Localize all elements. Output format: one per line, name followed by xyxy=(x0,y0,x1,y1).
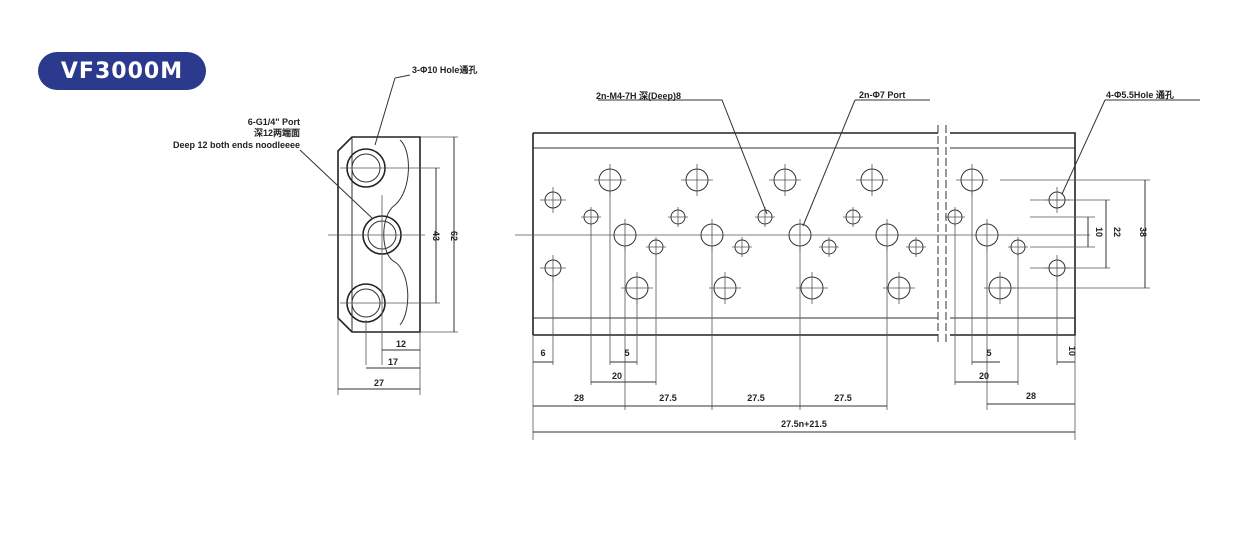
side-view: 43 62 12 17 27 3-Φ10 Hole通孔 6-G1/4" Port… xyxy=(173,64,477,395)
upper-port-row xyxy=(594,164,988,196)
label-3-holes: 3-Φ10 Hole通孔 xyxy=(412,64,477,75)
dim-27-5-c: 27.5 xyxy=(834,393,852,403)
dim-38: 38 xyxy=(1138,227,1148,237)
dim-10-vertical: 10 xyxy=(1094,227,1104,237)
dim-62: 62 xyxy=(449,231,459,241)
dim-27: 27 xyxy=(374,378,384,388)
dim-12: 12 xyxy=(396,339,406,349)
dim-20-right: 20 xyxy=(979,371,989,381)
label-port-3: Deep 12 both ends noodleeee xyxy=(173,140,300,150)
label-port-2: 深12两端面 xyxy=(254,127,300,138)
dim-43: 43 xyxy=(431,231,441,241)
dim-10-bottom: 10 xyxy=(1067,346,1077,356)
dim-17: 17 xyxy=(388,357,398,367)
dim-5-left: 5 xyxy=(624,348,629,358)
model-badge: VF3000M xyxy=(38,52,206,90)
dim-total: 27.5n+21.5 xyxy=(781,419,827,429)
dim-6: 6 xyxy=(540,348,545,358)
dim-27-5-a: 27.5 xyxy=(659,393,677,403)
dim-27-5-b: 27.5 xyxy=(747,393,765,403)
label-port-1: 6-G1/4" Port xyxy=(248,117,300,127)
mounting-holes xyxy=(540,187,1070,281)
threaded-holes xyxy=(581,207,1028,257)
dim-20-left: 20 xyxy=(612,371,622,381)
dim-5-right: 5 xyxy=(986,348,991,358)
dim-28-right: 28 xyxy=(1026,391,1036,401)
label-holes-5-5: 4-Φ5.5Hole 通孔 xyxy=(1106,89,1174,100)
front-view: 6 5 20 28 27.5 27.5 27.5 27.5n+21.5 5 20… xyxy=(515,89,1200,440)
dim-28-left: 28 xyxy=(574,393,584,403)
lower-port-row xyxy=(621,272,1016,304)
label-thread: 2n-M4-7H 深(Deep)8 xyxy=(596,90,681,101)
label-port-7: 2n-Φ7 Port xyxy=(859,90,905,100)
dim-22: 22 xyxy=(1112,227,1122,237)
